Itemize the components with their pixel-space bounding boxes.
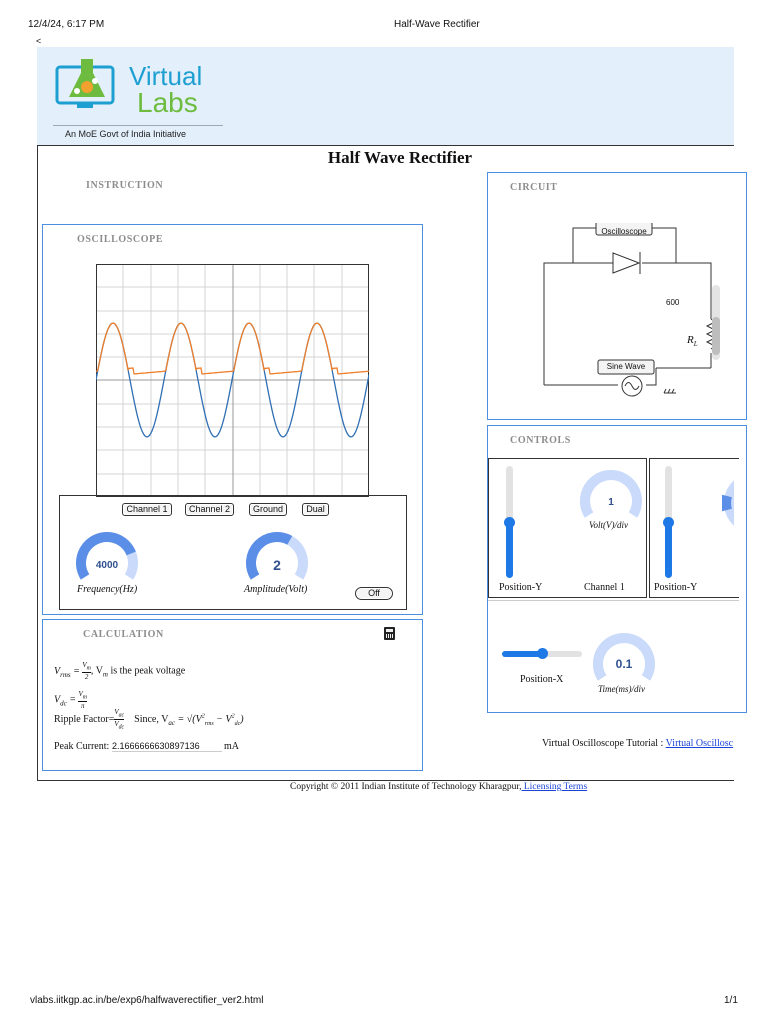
oscilloscope-screen bbox=[96, 264, 369, 497]
back-link[interactable]: < bbox=[36, 36, 42, 46]
time-div-label: Time(ms)/div bbox=[598, 684, 645, 694]
volt-div-value: 1 bbox=[608, 497, 614, 508]
amplitude-label: Amplitude(Volt) bbox=[244, 584, 308, 595]
oscilloscope-controls-box bbox=[59, 495, 407, 610]
calculation-title: CALCULATION bbox=[83, 629, 164, 640]
licensing-terms-link[interactable]: Licensing Terms bbox=[521, 782, 588, 792]
frequency-value: 4000 bbox=[96, 560, 119, 571]
amplitude-value: 2 bbox=[273, 557, 281, 573]
peak-voltage-symbol: , V bbox=[90, 665, 103, 677]
copyright: Copyright © 2011 Indian Institute of Tec… bbox=[290, 782, 587, 792]
position-x-slider[interactable] bbox=[502, 648, 582, 659]
circuit-oscilloscope-label[interactable]: Oscilloscope bbox=[601, 227, 647, 236]
page-title: Half Wave Rectifier bbox=[327, 148, 473, 167]
resistance-value[interactable]: 600 bbox=[666, 298, 680, 307]
logo-labs-text: Labs bbox=[137, 87, 198, 118]
controls-title: CONTROLS bbox=[510, 435, 571, 446]
position-y-label-2: Position-Y bbox=[654, 582, 698, 593]
instruction-title[interactable]: INSTRUCTION bbox=[86, 180, 164, 191]
position-y-slider-1[interactable] bbox=[504, 466, 515, 578]
frequency-label: Frequency(Hz) bbox=[77, 584, 138, 595]
peak-voltage-text: is the peak voltage bbox=[107, 665, 186, 677]
sine-wave-label[interactable]: Sine Wave bbox=[606, 362, 646, 371]
since-label: Since, V bbox=[134, 714, 169, 726]
tutorial-label: Virtual Oscilloscope Tutorial : bbox=[542, 738, 664, 749]
peak-current-label: Peak Current: bbox=[54, 741, 110, 752]
volt-div-knob-2[interactable] bbox=[722, 470, 734, 530]
channel-1-controls bbox=[488, 458, 647, 598]
dual-button[interactable]: Dual bbox=[302, 503, 329, 516]
channel-1-button[interactable]: Channel 1 bbox=[122, 503, 172, 516]
circuit-title: CIRCUIT bbox=[510, 182, 558, 193]
position-y-slider-2[interactable] bbox=[663, 466, 674, 578]
channel-2-button[interactable]: Channel 2 bbox=[185, 503, 234, 516]
frequency-knob[interactable]: 4000 bbox=[74, 530, 140, 590]
tutorial-line: Virtual Oscilloscope Tutorial : Virtual … bbox=[542, 738, 734, 749]
channel-2-controls bbox=[649, 458, 739, 598]
volt-div-label: Volt(V)/div bbox=[589, 520, 628, 530]
peak-current-unit: mA bbox=[224, 741, 239, 752]
off-button[interactable]: Off bbox=[355, 587, 393, 600]
time-div-value: 0.1 bbox=[616, 657, 633, 671]
ripple-label: Ripple Factor= bbox=[54, 714, 115, 726]
logo-tagline: An MoE Govt of India Initiative bbox=[65, 129, 187, 139]
print-datetime: 12/4/24, 6:17 PM bbox=[28, 19, 105, 30]
channel-2-trace bbox=[96, 322, 369, 375]
circuit-diagram bbox=[543, 223, 720, 397]
time-div-knob[interactable]: 0.1 bbox=[591, 631, 657, 691]
footer-page: 1/1 bbox=[724, 995, 738, 1006]
volt-div-knob[interactable]: 1 bbox=[578, 468, 644, 528]
print-title: Half-Wave Rectifier bbox=[394, 19, 480, 30]
amplitude-knob[interactable]: 2 bbox=[244, 530, 310, 590]
virtual-labs-logo-icon bbox=[55, 59, 115, 108]
resistor-label: RL bbox=[687, 334, 698, 349]
circuit-panel: CIRCUIT bbox=[487, 172, 747, 420]
header-banner: Virtual Labs An MoE Govt of India Initia… bbox=[37, 47, 734, 145]
ground-button[interactable]: Ground bbox=[249, 503, 287, 516]
oscilloscope-title: OSCILLOSCOPE bbox=[77, 234, 164, 245]
copyright-text: Copyright © 2011 Indian Institute of Tec… bbox=[290, 782, 522, 792]
peak-current-field[interactable]: 2.1666666630897136 bbox=[112, 741, 222, 752]
channel-1-label: Channel 1 bbox=[584, 582, 625, 593]
diode-icon bbox=[612, 252, 641, 274]
calculator-icon[interactable] bbox=[384, 627, 395, 640]
position-x-label: Position-X bbox=[520, 674, 564, 685]
footer-url: vlabs.iitkgp.ac.in/be/exp6/halfwaverecti… bbox=[30, 995, 264, 1006]
tutorial-link[interactable]: Virtual Oscillosc bbox=[665, 738, 734, 749]
calculation-panel: CALCULATION bbox=[42, 619, 423, 771]
position-y-label-1: Position-Y bbox=[499, 582, 543, 593]
logo-virtual-text: Virtual bbox=[129, 61, 203, 91]
